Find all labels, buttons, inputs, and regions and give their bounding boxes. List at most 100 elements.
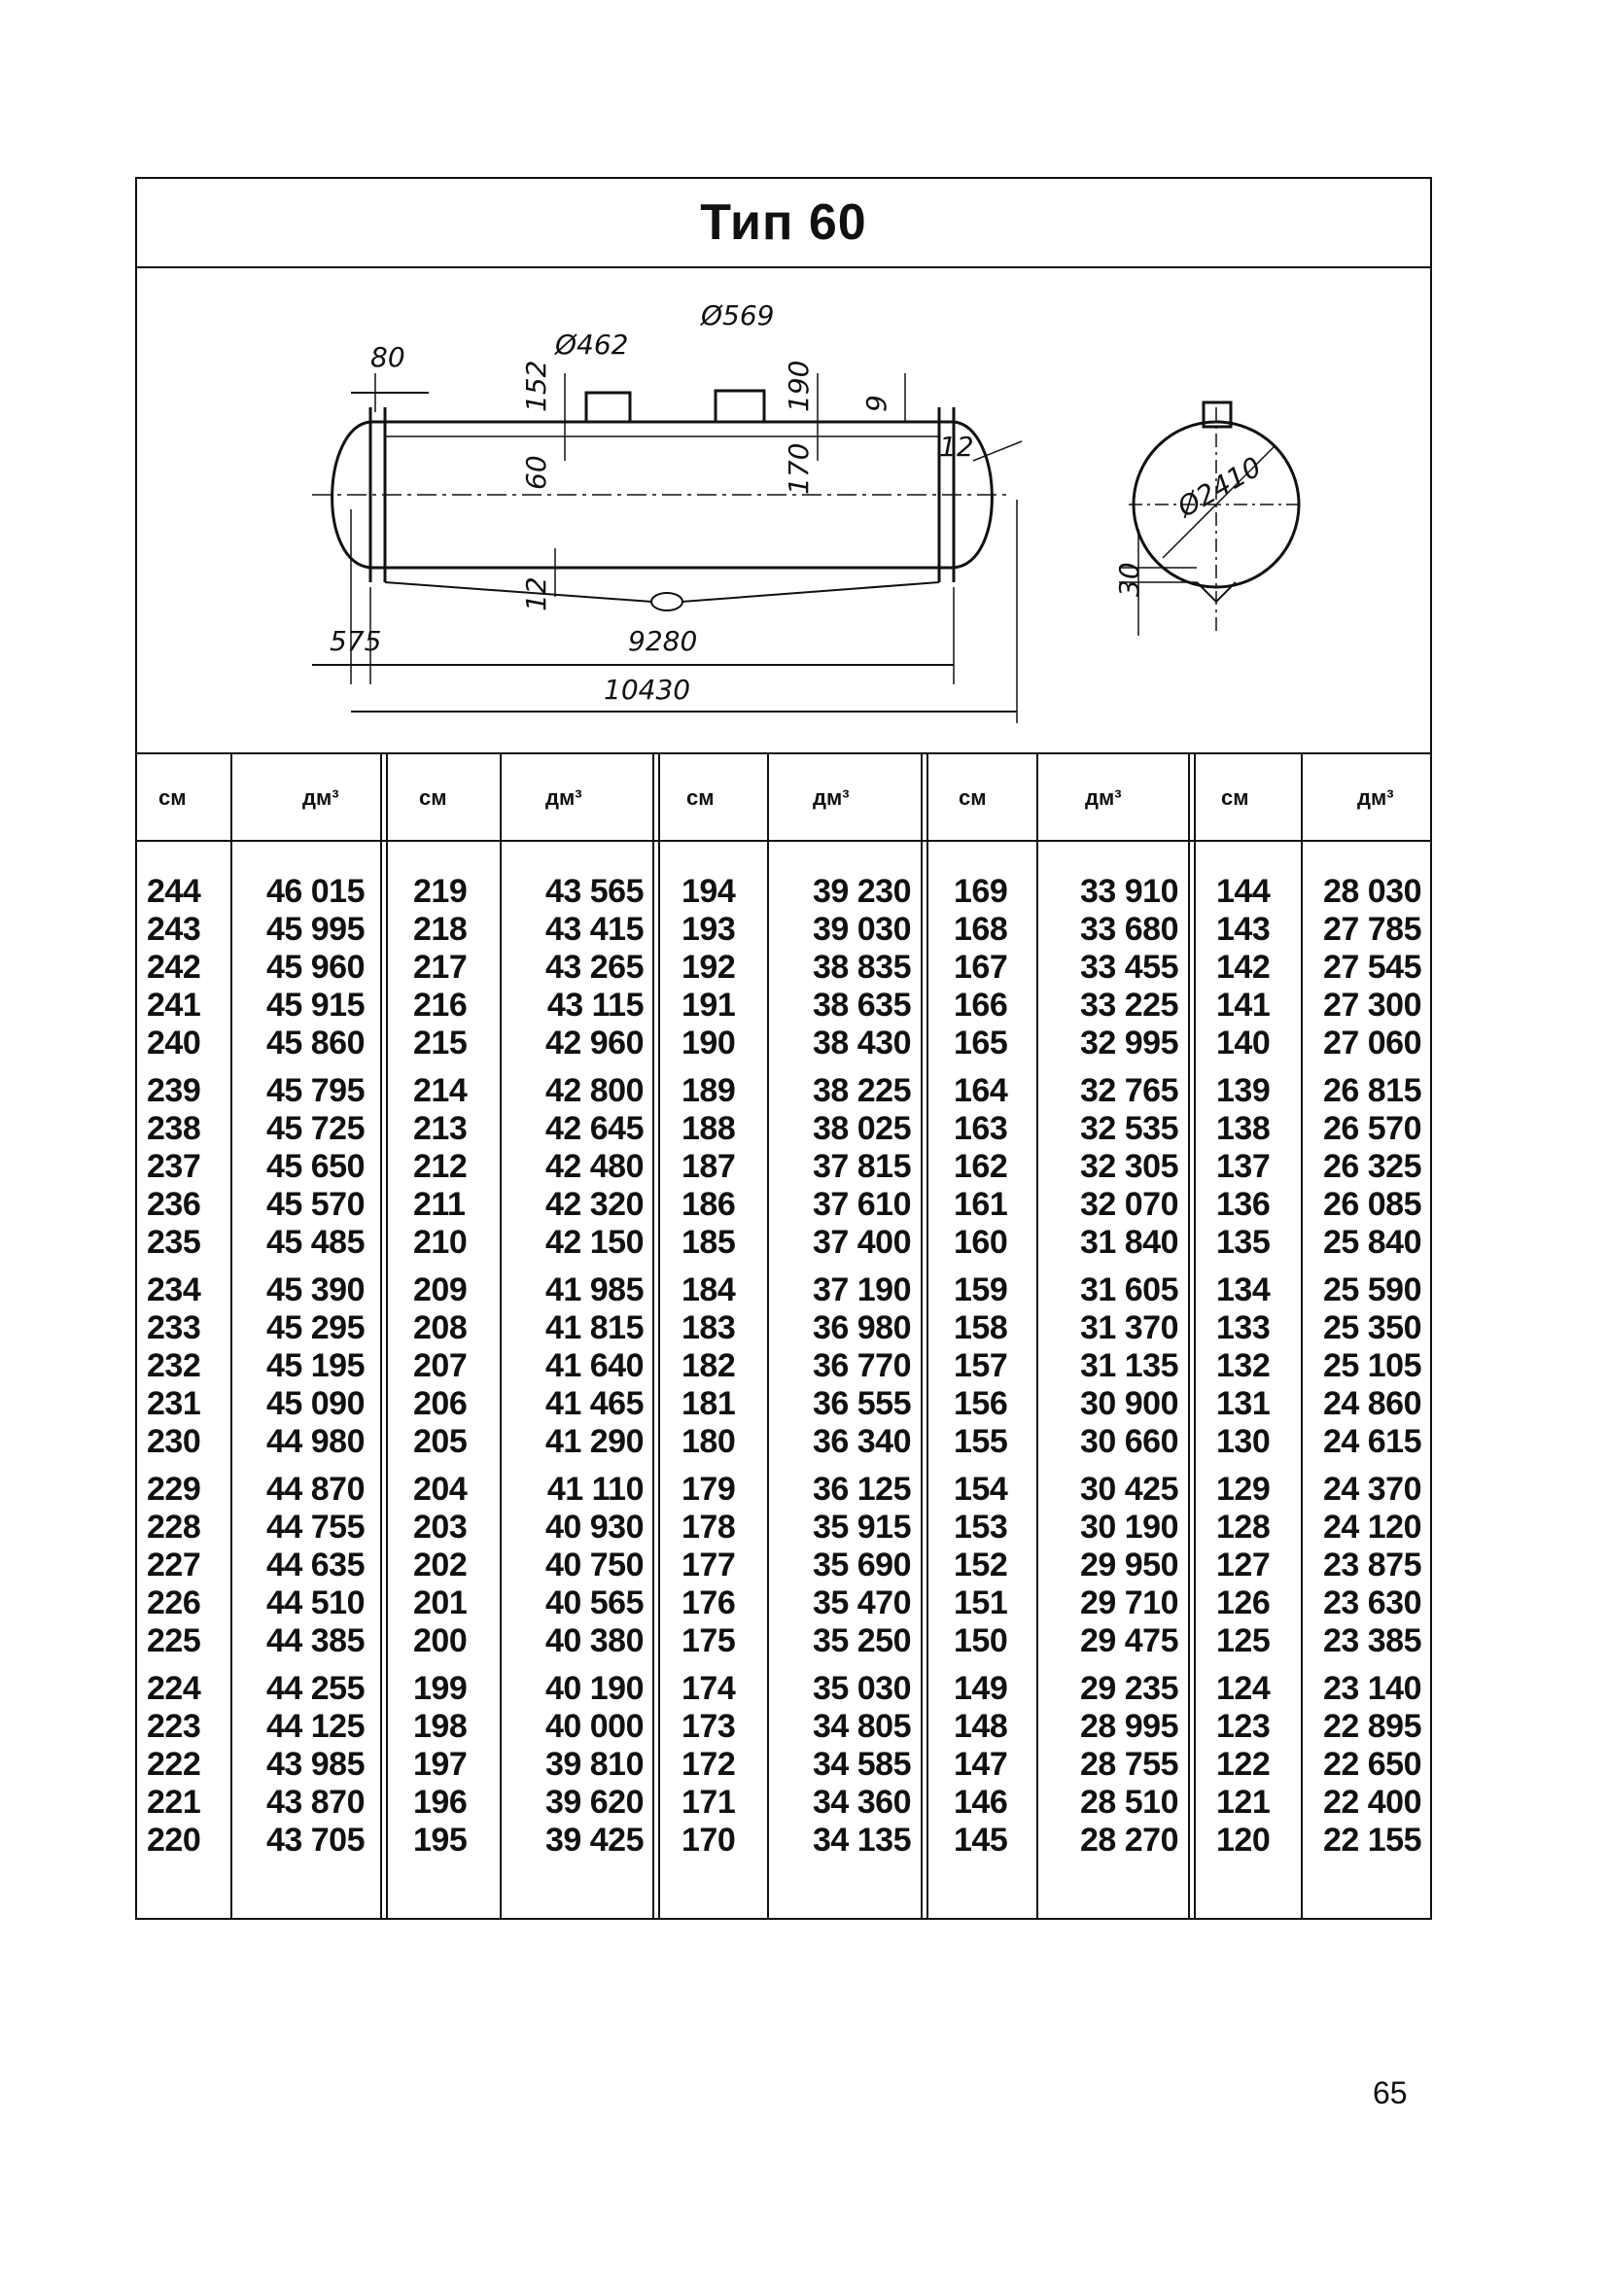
level-cell: 154	[954, 1471, 1008, 1508]
level-cell: 207	[413, 1347, 468, 1384]
level-cell: 191	[682, 987, 736, 1024]
level-cell: 169	[954, 873, 1008, 910]
dim-9: 9	[860, 395, 892, 412]
volume-cell: 25 105	[1323, 1347, 1422, 1384]
volume-cell: 27 785	[1323, 911, 1422, 948]
volume-cell: 43 415	[545, 911, 645, 948]
level-cell: 204	[413, 1471, 468, 1508]
level-cell: 123	[1216, 1708, 1271, 1745]
dim-60: 60	[520, 455, 552, 490]
level-cell: 233	[147, 1309, 201, 1346]
level-cell: 143	[1216, 911, 1271, 948]
volume-cell: 33 910	[1080, 873, 1179, 910]
level-cell: 167	[954, 949, 1008, 986]
level-cell: 211	[413, 1186, 466, 1223]
volume-cell: 28 995	[1080, 1708, 1179, 1745]
level-cell: 200	[413, 1622, 468, 1659]
volume-cell: 45 860	[266, 1025, 366, 1061]
volume-cell: 23 630	[1323, 1584, 1422, 1621]
level-cell: 148	[954, 1708, 1008, 1745]
level-cell: 170	[682, 1822, 736, 1859]
level-cell: 237	[147, 1148, 201, 1185]
level-cell: 160	[954, 1224, 1008, 1261]
col-divider	[1301, 752, 1303, 1920]
volume-cell: 41 985	[545, 1271, 645, 1308]
header-dm: дм³	[545, 785, 582, 810]
volume-cell: 41 815	[545, 1309, 645, 1346]
volume-cell: 35 250	[813, 1622, 912, 1659]
level-cell: 152	[954, 1547, 1008, 1583]
header-dm: дм³	[1357, 785, 1394, 810]
volume-cell: 37 190	[813, 1271, 912, 1308]
level-cell: 140	[1216, 1025, 1271, 1061]
volume-cell: 38 225	[813, 1072, 912, 1109]
col-divider	[500, 752, 502, 1920]
level-cell: 132	[1216, 1347, 1271, 1384]
level-cell: 184	[682, 1271, 736, 1308]
volume-cell: 35 915	[813, 1509, 912, 1546]
level-cell: 210	[413, 1224, 468, 1261]
level-cell: 189	[682, 1072, 736, 1109]
volume-cell: 23 385	[1323, 1622, 1422, 1659]
header-cm: см	[158, 785, 187, 810]
level-cell: 230	[147, 1423, 201, 1460]
level-cell: 232	[147, 1347, 201, 1384]
volume-cell: 41 110	[546, 1471, 645, 1508]
level-cell: 238	[147, 1110, 201, 1147]
volume-cell: 40 000	[545, 1708, 645, 1745]
volume-cell: 29 710	[1080, 1584, 1179, 1621]
volume-cell: 39 030	[813, 911, 912, 948]
volume-cell: 32 535	[1080, 1110, 1179, 1147]
level-cell: 176	[682, 1584, 736, 1621]
level-cell: 128	[1216, 1509, 1271, 1546]
volume-cell: 28 030	[1323, 873, 1422, 910]
level-cell: 151	[954, 1584, 1008, 1621]
volume-cell: 43 870	[266, 1784, 366, 1821]
level-cell: 231	[147, 1385, 201, 1422]
volume-cell: 43 565	[545, 873, 645, 910]
header-divider	[137, 840, 1430, 842]
volume-cell: 37 610	[813, 1186, 912, 1223]
level-cell: 131	[1216, 1385, 1271, 1422]
level-cell: 133	[1216, 1309, 1271, 1346]
level-cell: 144	[1216, 873, 1271, 910]
volume-cell: 41 290	[545, 1423, 645, 1460]
level-cell: 172	[682, 1746, 736, 1783]
volume-cell: 45 390	[266, 1271, 366, 1308]
dim-12-head: 12	[939, 431, 974, 463]
volume-cell: 40 380	[545, 1622, 645, 1659]
level-cell: 193	[682, 911, 736, 948]
volume-cell: 24 370	[1323, 1471, 1422, 1508]
page-number: 65	[1373, 2075, 1408, 2110]
volume-cell: 36 770	[813, 1347, 912, 1384]
volume-cell: 40 565	[545, 1584, 645, 1621]
volume-cell: 45 195	[266, 1347, 366, 1384]
volume-cell: 34 135	[813, 1822, 912, 1859]
volume-cell: 38 025	[813, 1110, 912, 1147]
level-cell: 213	[413, 1110, 468, 1147]
volume-cell: 38 635	[813, 987, 912, 1024]
volume-cell: 23 875	[1323, 1547, 1422, 1583]
volume-cell: 22 650	[1323, 1746, 1422, 1783]
level-cell: 180	[682, 1423, 736, 1460]
volume-cell: 35 470	[813, 1584, 912, 1621]
